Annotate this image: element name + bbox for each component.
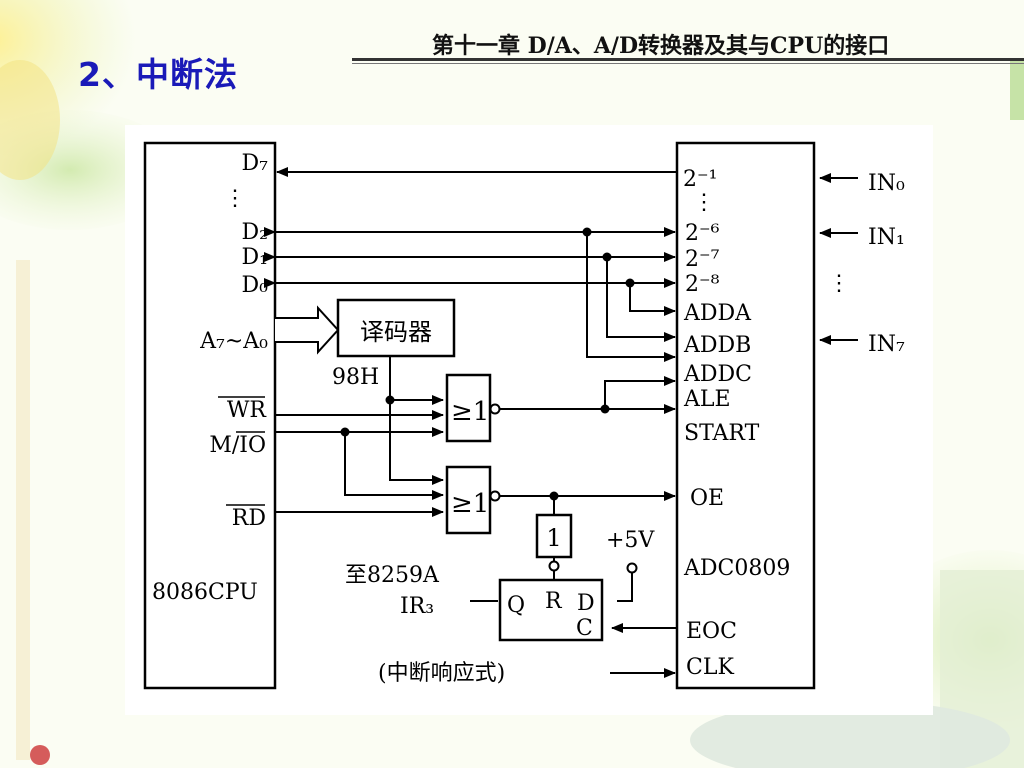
adc-name: ADC0809	[683, 556, 790, 581]
adc-pin-addb: ADDB	[683, 333, 751, 358]
inverter-block	[535, 513, 573, 559]
flipflop-r: R	[545, 589, 563, 614]
cpu-pin-d7: D₇	[242, 151, 269, 176]
nor-gate-1-bubble	[489, 403, 501, 415]
adc-bit-2-8: 2⁻⁸	[685, 272, 720, 297]
adc-bit-2-7: 2⁻⁷	[685, 247, 720, 272]
wire-addc	[586, 232, 676, 362]
cpu-pin-rd: RD	[232, 506, 266, 531]
adc-bit-dots: ⋮	[693, 190, 715, 215]
wire-5v-d	[617, 572, 633, 602]
adc-pin-start: START	[684, 421, 760, 446]
adc-pin-eoc: EOC	[686, 619, 737, 644]
adc-block	[675, 141, 816, 690]
interrupt-line-label: IR₃	[400, 594, 434, 619]
mode-label: (中断响应式)	[378, 661, 505, 686]
cpu-pin-dots: ⋮	[224, 186, 246, 211]
supply-terminal	[626, 562, 638, 574]
wire-mio-gate2	[344, 432, 444, 500]
analog-input-dots: ⋮	[828, 271, 850, 296]
decoder-address: 98H	[332, 365, 379, 390]
cpu-pin-d1: D₁	[242, 245, 268, 270]
nor-gate-2-label: ≥1	[451, 489, 489, 519]
nor-gate-1	[445, 373, 492, 443]
flipflop-q: Q	[507, 593, 525, 618]
adc-interrupt-circuit-diagram: 译码器 98H ≥1 ≥1 1 Q R D C +5V 至8259A IR₃ (…	[125, 125, 933, 715]
decoder-label: 译码器	[360, 318, 432, 346]
inverter-label: 1	[546, 524, 561, 552]
interrupt-target-label: 至8259A	[345, 563, 440, 588]
adc-pin-oe: OE	[690, 486, 724, 511]
cpu-name: 8086CPU	[152, 580, 258, 605]
supply-label: +5V	[606, 528, 655, 553]
wire-addb	[606, 257, 676, 342]
junction-dots	[340, 227, 635, 501]
nor-gate-1-label: ≥1	[451, 397, 489, 427]
overbars	[218, 396, 265, 506]
cpu-pin-d2: D₂	[242, 220, 268, 245]
nor-gate-2-bubble	[489, 490, 501, 502]
flipflop-block	[498, 578, 604, 642]
adc-pin-adda: ADDA	[683, 301, 752, 326]
nor-gate-2	[445, 465, 492, 535]
flipflop-c: C	[576, 616, 593, 641]
cpu-pin-mio: M/IO	[209, 433, 266, 458]
adc-pin-clk: CLK	[686, 655, 734, 680]
slide-title: 2、中断法	[78, 55, 238, 94]
inverter-bubble	[548, 560, 560, 572]
cpu-pin-a7-a0: A₇~A₀	[199, 329, 268, 354]
chapter-header: 第十一章 D/A、A/D转换器及其与CPU的接口	[432, 33, 890, 59]
analog-input-in1: IN₁	[868, 225, 905, 250]
wire-adda	[629, 283, 676, 316]
cpu-pin-wr: WR	[227, 398, 268, 423]
adc-bit-2-6: 2⁻⁶	[685, 221, 720, 246]
adc-pin-ale: ALE	[683, 387, 731, 412]
wire-ale	[604, 376, 676, 409]
cpu-pin-d0: D₀	[242, 273, 269, 298]
analog-input-in7: IN₇	[868, 332, 905, 357]
analog-input-in0: IN₀	[868, 171, 905, 196]
adc-bit-2-1: 2⁻¹	[683, 167, 717, 192]
adc-pin-addc: ADDC	[683, 362, 752, 387]
decoder-block	[336, 298, 456, 358]
flipflop-d: D	[577, 591, 595, 616]
header-rule-thin	[352, 63, 1024, 64]
header-rule	[352, 58, 1024, 61]
